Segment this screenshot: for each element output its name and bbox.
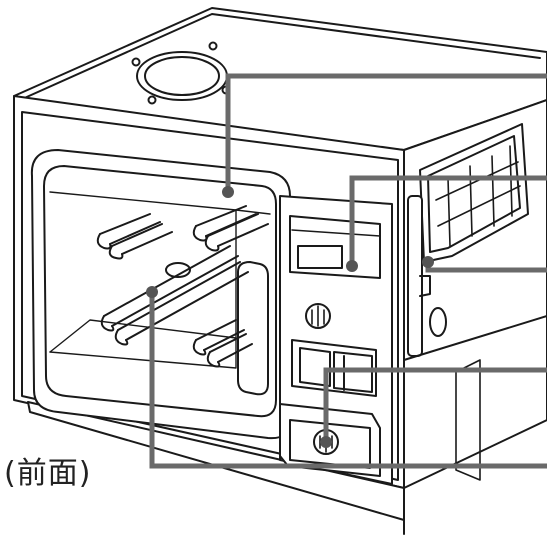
top-vent xyxy=(136,51,228,101)
bottom-knob-callout xyxy=(320,436,332,448)
heater-tube-callout xyxy=(146,286,158,298)
control-display-callout xyxy=(346,260,358,272)
top-panel-leader xyxy=(225,73,547,190)
front-view-label: (前面) xyxy=(4,456,92,491)
heater-tube-leader xyxy=(149,292,547,469)
side-vent xyxy=(419,123,529,263)
control-display-leader xyxy=(349,175,547,266)
bottom-knob-leader xyxy=(323,367,547,440)
display-window xyxy=(297,245,343,269)
upper-heater-tubes xyxy=(96,205,269,260)
top-panel-callout xyxy=(222,186,234,198)
lower-heater-tubes xyxy=(100,245,253,368)
door-handle xyxy=(237,261,269,396)
side-vent-callout xyxy=(422,256,434,268)
